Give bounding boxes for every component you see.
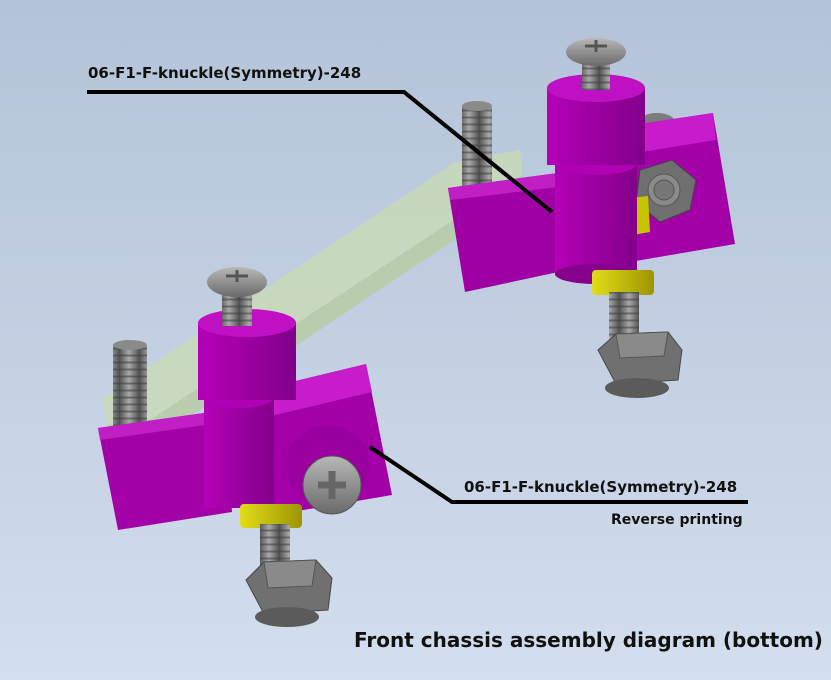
- callout-label-top: 06-F1-F-knuckle(Symmetry)-248: [88, 64, 362, 82]
- leader-line-bottom: [368, 445, 748, 504]
- diagram-caption: Front chassis assembly diagram (bottom): [354, 628, 823, 652]
- callout-label-bottom: 06-F1-F-knuckle(Symmetry)-248: [464, 478, 738, 496]
- steering-knuckle-right: [448, 38, 735, 398]
- leader-line-top: [87, 90, 554, 214]
- callout-note-reverse-printing: Reverse printing: [611, 512, 743, 528]
- steering-knuckle-left: [98, 267, 392, 627]
